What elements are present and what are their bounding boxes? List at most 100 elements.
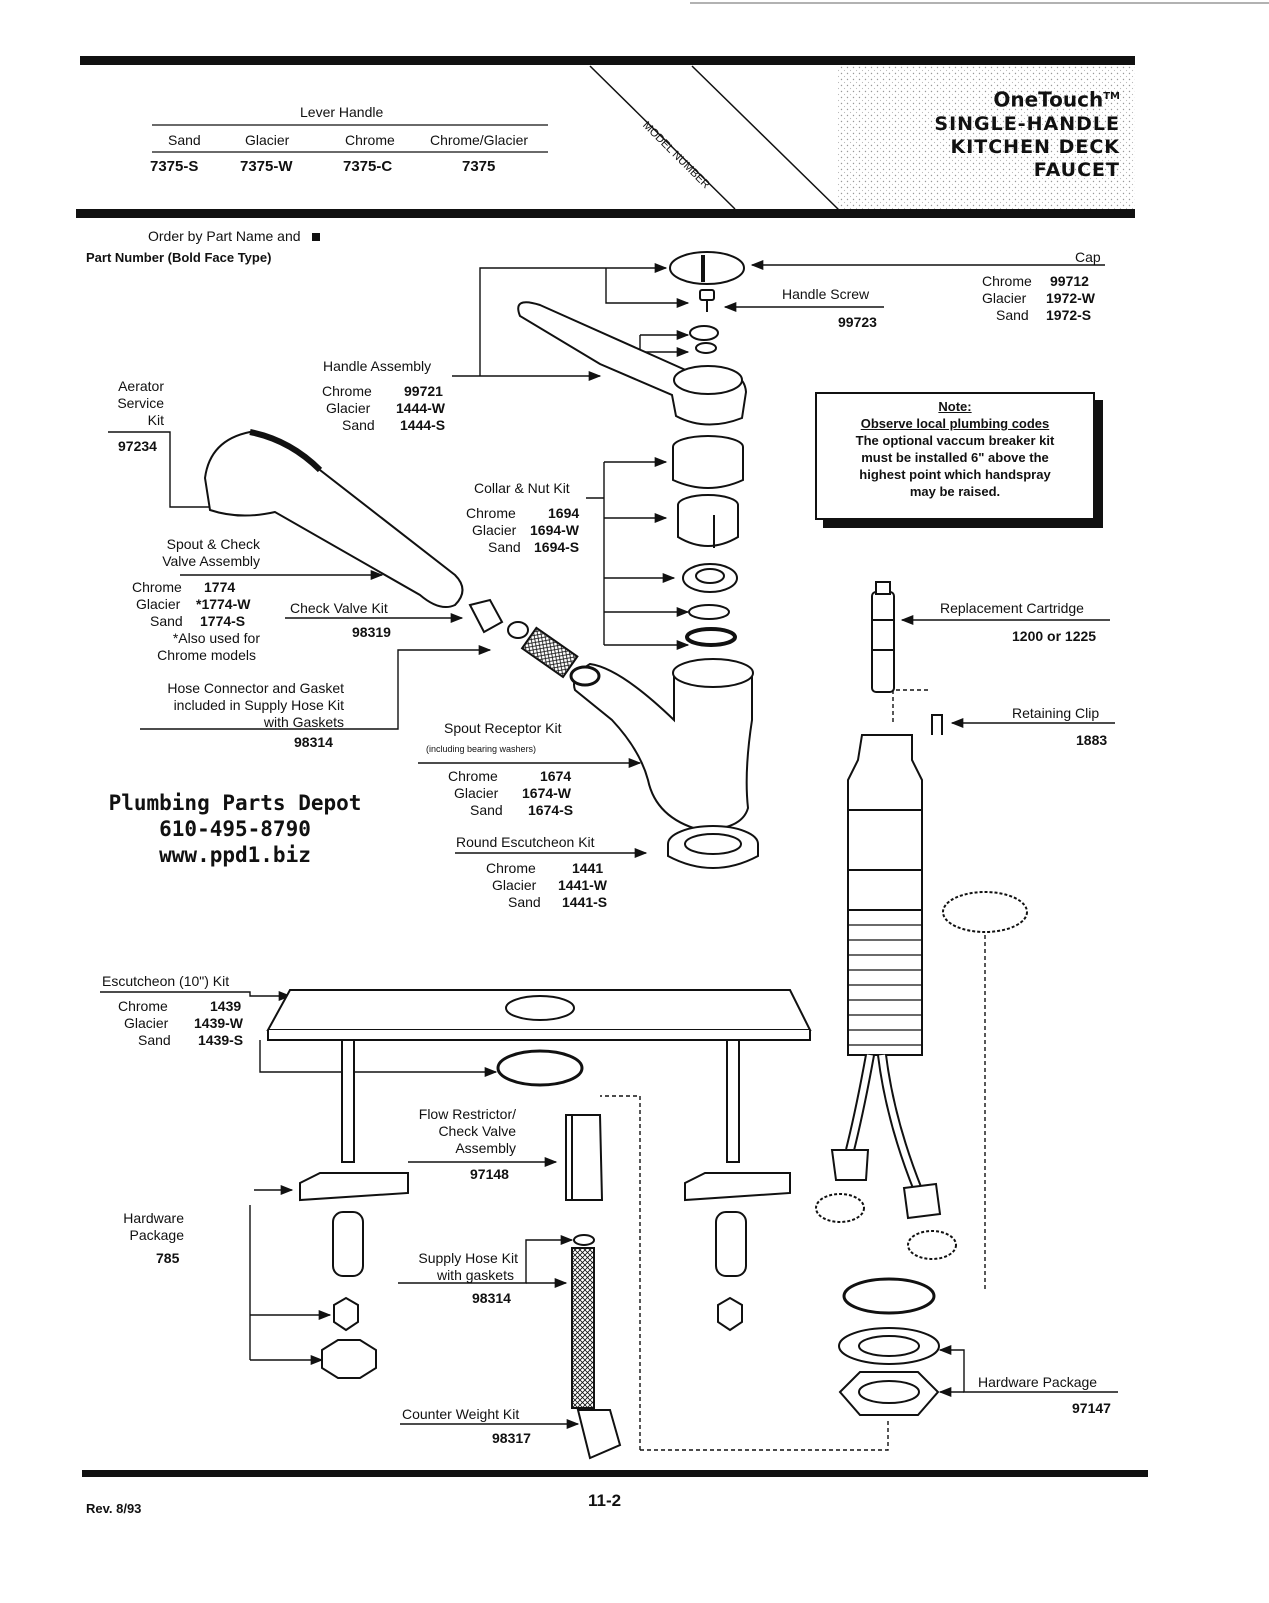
hardware-left-label-1: Hardware [123,1210,184,1226]
collar-finish-1: Chrome [466,505,516,521]
model-val-7375-w: 7375-W [240,158,293,175]
cap-num-2: 1972-W [1046,290,1096,306]
handle-finish-3: Sand [342,417,375,433]
flow-restrictor-label-2: Check Valve [438,1123,516,1139]
title-line-3: FAUCET [1033,158,1120,181]
receptor-finish-2: Glacier [454,785,499,801]
retaining-clip-number: 1883 [1076,732,1108,748]
model-val-7375: 7375 [462,158,496,175]
note-box: Note: Observe local plumbing codes The o… [815,392,1095,520]
supply-hose-number: 98314 [472,1290,511,1306]
note-line-4: highest point which handspray [859,467,1051,482]
order-note-line2: Part Number (Bold Face Type) [86,250,272,265]
spout-check-label-1: Spout & Check [166,536,260,552]
esc10-num-1: 1439 [210,998,242,1014]
cartridge-label: Replacement Cartridge [940,600,1084,616]
flow-restrictor-label-3: Assembly [455,1140,516,1156]
spout-finish-3: Sand [150,613,183,629]
round-esc-num-3: 1441-S [562,894,608,910]
round-esc-finish-3: Sand [508,894,541,910]
flow-restrictor-number: 97148 [470,1166,509,1182]
receptor-num-3: 1674-S [528,802,574,818]
receptor-num-1: 1674 [540,768,572,784]
handle-num-1: 99721 [404,383,443,399]
retaining-clip-label: Retaining Clip [1012,705,1100,721]
bullet-square-icon [312,233,321,241]
handle-num-2: 1444-W [396,400,446,416]
collar-finish-3: Sand [488,539,521,555]
cap-finish-2: Glacier [982,290,1027,306]
footer-bar [82,1470,1148,1477]
model-col-chrome: Chrome [345,132,395,148]
hardware-left-label-2: Package [129,1227,184,1243]
handle-finish-2: Glacier [326,400,371,416]
cap-label: Cap [1075,249,1101,265]
dealer-web: www.ppd1.biz [159,843,311,867]
check-valve-number: 98319 [352,624,391,640]
model-val-7375-c: 7375-C [343,158,393,175]
handle-screw-number: 99723 [838,314,877,330]
esc10-finish-3: Sand [138,1032,171,1048]
model-col-sand: Sand [168,132,201,148]
cap-finish-1: Chrome [982,273,1032,289]
trademark: TM [1103,91,1120,102]
order-note-text: Order by Part Name and [148,228,301,244]
model-col-glacier: Glacier [245,132,290,148]
spout-num-1: 1774 [204,579,236,595]
dealer-block: Plumbing Parts Depot 610-495-8790 www.pp… [85,790,385,868]
model-table-caption: Lever Handle [300,104,384,120]
flow-restrictor-label-1: Flow Restrictor/ [418,1106,516,1122]
collar-num-3: 1694-S [534,539,580,555]
model-val-7375-s: 7375-S [150,158,199,175]
spout-num-3: 1774-S [200,613,246,629]
collar-nut-label: Collar & Nut Kit [474,480,570,496]
collar-finish-2: Glacier [472,522,517,538]
escutcheon-10-label: Escutcheon (10") Kit [102,973,230,989]
collar-num-1: 1694 [548,505,580,521]
receptor-finish-3: Sand [470,802,503,818]
esc10-finish-1: Chrome [118,998,168,1014]
round-escutcheon-label: Round Escutcheon Kit [456,834,595,850]
note-line-3: must be installed 6" above the [861,450,1049,465]
cap-num-3: 1972-S [1046,307,1092,323]
hose-connector-label-3: with Gaskets [263,714,344,730]
spout-finish-1: Chrome [132,579,182,595]
round-esc-finish-1: Chrome [486,860,536,876]
round-esc-num-2: 1441-W [558,877,608,893]
title-line-2: KITCHEN DECK [950,135,1120,158]
cap-num-1: 99712 [1050,273,1089,289]
aerator-number: 97234 [118,438,157,454]
note-line-2: The optional vaccum breaker kit [855,433,1055,448]
title-line-1: SINGLE-HANDLE [934,112,1120,135]
title-block: OneTouchTM SINGLE-HANDLE KITCHEN DECK FA… [850,84,1120,182]
counter-weight-label: Counter Weight Kit [402,1406,520,1422]
leader-lines [100,259,1118,1430]
dealer-phone: 610-495-8790 [159,817,311,841]
cartridge-number: 1200 or 1225 [1012,628,1097,644]
receptor-finish-1: Chrome [448,768,498,784]
check-valve-label: Check Valve Kit [290,600,388,616]
header-bars [76,2,1269,218]
handle-screw-label: Handle Screw [782,286,870,302]
esc10-num-3: 1439-S [198,1032,244,1048]
faucet-parts [203,251,1028,1460]
spout-receptor-sub: (including bearing washers) [426,744,537,754]
brand-name: OneTouch [993,87,1104,112]
handle-assembly-label: Handle Assembly [323,358,432,374]
order-note-line1: Order by Part Name and [148,228,321,245]
hardware-left-number: 785 [156,1250,180,1266]
cap-finish-3: Sand [996,307,1029,323]
aerator-label-1: Aerator [118,378,164,394]
collar-num-2: 1694-W [530,522,580,538]
model-col-chrome-glacier: Chrome/Glacier [430,132,529,148]
spout-receptor-label: Spout Receptor Kit [444,720,562,736]
spout-note-1: *Also used for [172,630,260,646]
supply-hose-label-2: with gaskets [436,1267,514,1283]
spout-note-2: Chrome models [157,647,256,663]
receptor-num-2: 1674-W [522,785,572,801]
counter-weight-number: 98317 [492,1430,531,1446]
hose-connector-label-1: Hose Connector and Gasket [167,680,344,696]
supply-hose-label-1: Supply Hose Kit [418,1250,518,1266]
